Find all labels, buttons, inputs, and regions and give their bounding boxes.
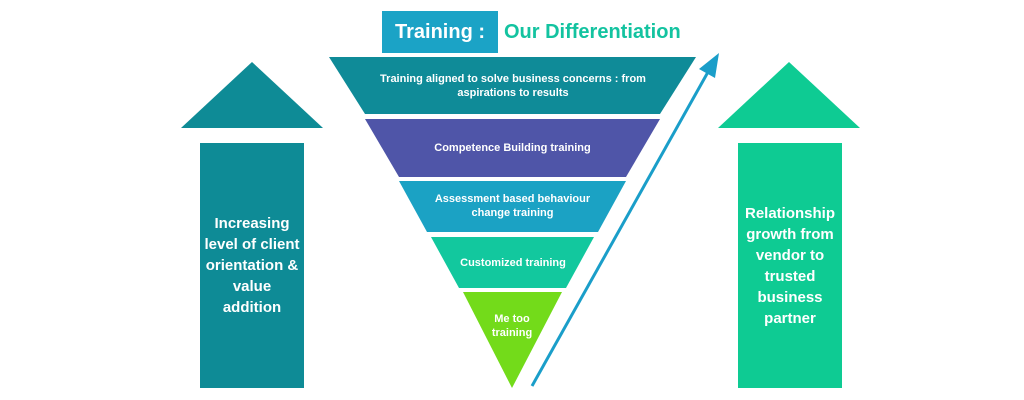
right-arrow-label: Relationship growth from vendor to trust… [738,143,842,388]
growth-arrow-line [530,71,710,387]
funnel-level-2 [365,119,660,177]
right-arrow-head [718,62,860,128]
funnel-level-5 [463,292,562,388]
title-prefix: Training : [382,11,498,53]
funnel-level-4 [431,237,594,288]
funnel-level-2-label: Competence Building training [434,142,591,154]
funnel-level-1 [329,57,696,114]
funnel-level-4-label: Customized training [460,257,566,269]
funnel-level-3-label: Assessment based behaviour change traini… [434,193,591,219]
funnel-level-3 [399,181,626,232]
title-subtitle: Our Differentiation [504,20,681,43]
left-arrow-head [181,62,323,128]
growth-arrow-head [699,53,719,78]
funnel-level-1-label: Training aligned to solve business conce… [380,73,646,99]
left-arrow-label: Increasing level of client orientation &… [200,143,304,388]
funnel-level-5-label: Me too training [491,313,533,339]
